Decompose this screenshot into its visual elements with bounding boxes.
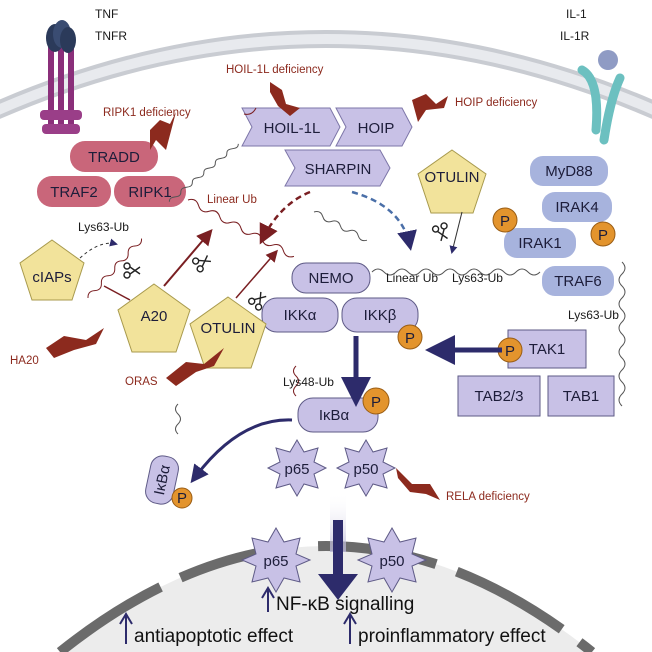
rela-deficiency-label: RELA deficiency — [446, 491, 530, 503]
hoip-deficiency-label: HOIP deficiency — [455, 97, 537, 109]
scissors-icons — [123, 222, 448, 311]
svg-text:SHARPIN: SHARPIN — [305, 161, 372, 178]
cell-membrane — [0, 30, 652, 120]
il1r-receptor — [577, 50, 625, 145]
myd88-node: MyD88 — [530, 156, 608, 186]
tab23-node: TAB2/3 — [457, 375, 541, 417]
tnfr-label: TNFR — [95, 29, 127, 43]
svg-text:TRAF6: TRAF6 — [554, 273, 602, 290]
a20-node: A20 — [117, 283, 191, 353]
svg-text:P: P — [500, 213, 510, 230]
p50-node-nucleus: p50 — [356, 526, 428, 594]
ikka-node: IKKα — [261, 297, 339, 333]
lys63-ub-label-traf6: Lys63-Ub — [568, 308, 619, 322]
ikba-released-node: IκBα — [145, 455, 179, 505]
svg-text:TAB1: TAB1 — [563, 388, 599, 405]
il1-label: IL-1 — [566, 7, 587, 21]
il1r-label: IL-1R — [560, 29, 590, 43]
linear-ub-label-left: Linear Ub — [207, 194, 257, 206]
linear-ub-label-right: Linear Ub — [386, 271, 438, 285]
svg-text:IKKβ: IKKβ — [364, 307, 397, 324]
irak4-node: IRAK4 — [542, 192, 612, 222]
phospho-irak1: P — [492, 207, 518, 233]
antiapoptotic-outcome: antiapoptotic effect — [119, 612, 294, 647]
p65-node-nucleus: p65 — [240, 526, 312, 594]
irak1-node: IRAK1 — [504, 228, 576, 258]
svg-text:RIPK1: RIPK1 — [128, 184, 171, 201]
svg-text:p65: p65 — [284, 461, 309, 478]
ikkb-node: IKKβ — [341, 297, 419, 333]
p65-node-cytoplasm: p65 — [266, 439, 328, 497]
ubiquitin-chains — [87, 107, 626, 435]
ciaps-node: cIAPs — [19, 239, 85, 301]
svg-text:OTULIN: OTULIN — [200, 320, 255, 337]
proinflammatory-outcome: proinflammatory effect — [343, 612, 546, 647]
p50-node-cytoplasm: p50 — [335, 439, 397, 497]
pathway-arrows — [79, 190, 502, 600]
ripk1-deficiency-label: RIPK1 deficiency — [103, 107, 191, 119]
phospho-irak4: P — [590, 221, 616, 247]
lys63-ub-label-right: Lys63-Ub — [452, 271, 503, 285]
svg-text:TRAF2: TRAF2 — [50, 184, 98, 201]
svg-text:IRAK1: IRAK1 — [518, 235, 561, 252]
svg-text:antiapoptotic effect: antiapoptotic effect — [134, 626, 294, 647]
tnf-label: TNF — [95, 7, 118, 21]
svg-text:P: P — [177, 490, 187, 507]
svg-text:MyD88: MyD88 — [545, 163, 593, 180]
svg-text:P: P — [371, 394, 381, 411]
lys63-ub-label-left: Lys63-Ub — [78, 220, 129, 234]
svg-text:P: P — [505, 343, 515, 360]
hoil1l-deficiency-label: HOIL-1L deficiency — [226, 64, 324, 76]
svg-text:HOIL-1L: HOIL-1L — [264, 120, 321, 137]
sharpin-node: SHARPIN — [284, 149, 391, 187]
hoip-node: HOIP — [335, 107, 413, 147]
svg-text:NEMO: NEMO — [309, 270, 354, 287]
phospho-ikba-released: P — [171, 487, 193, 509]
svg-text:TAK1: TAK1 — [529, 341, 565, 358]
svg-text:IκBα: IκBα — [319, 407, 350, 424]
tnfr-receptor — [40, 20, 82, 134]
traf2-node: TRAF2 — [37, 176, 111, 207]
svg-text:IκBα: IκBα — [151, 463, 174, 497]
oras-label: ORAS — [125, 376, 158, 388]
svg-text:IRAK4: IRAK4 — [555, 199, 598, 216]
ripk1-node: RIPK1 — [114, 176, 186, 207]
svg-text:p50: p50 — [353, 461, 378, 478]
ha20-label: HA20 — [10, 355, 39, 367]
svg-text:P: P — [405, 330, 415, 347]
svg-text:A20: A20 — [141, 308, 168, 325]
deficiency-markers — [46, 82, 448, 500]
tab1-node: TAB1 — [547, 375, 615, 417]
svg-text:p50: p50 — [379, 553, 404, 570]
svg-text:NF-κB signalling: NF-κB signalling — [276, 594, 414, 615]
svg-text:p65: p65 — [263, 553, 288, 570]
tradd-node: TRADD — [70, 141, 158, 172]
otulin-node-right: OTULIN — [417, 149, 487, 214]
svg-text:TRADD: TRADD — [88, 149, 140, 166]
phospho-ikba: P — [362, 387, 390, 415]
phospho-ikkb: P — [397, 324, 423, 350]
nucleus — [56, 541, 596, 652]
svg-text:TAB2/3: TAB2/3 — [475, 388, 524, 405]
svg-text:OTULIN: OTULIN — [424, 169, 479, 186]
svg-text:IKKα: IKKα — [284, 307, 317, 324]
hoil1l-node: HOIL-1L — [241, 107, 341, 147]
traf6-node: TRAF6 — [542, 266, 614, 296]
svg-text:HOIP: HOIP — [358, 120, 395, 137]
svg-text:cIAPs: cIAPs — [32, 269, 71, 286]
lys48-ub-label: Lys48-Ub — [283, 375, 334, 389]
svg-text:proinflammatory effect: proinflammatory effect — [358, 626, 546, 647]
otulin-node-left: OTULIN — [189, 296, 267, 369]
svg-text:P: P — [598, 227, 608, 244]
nemo-node: NEMO — [291, 262, 371, 294]
nfkb-signalling-outcome: NF-κB signalling — [261, 586, 414, 615]
